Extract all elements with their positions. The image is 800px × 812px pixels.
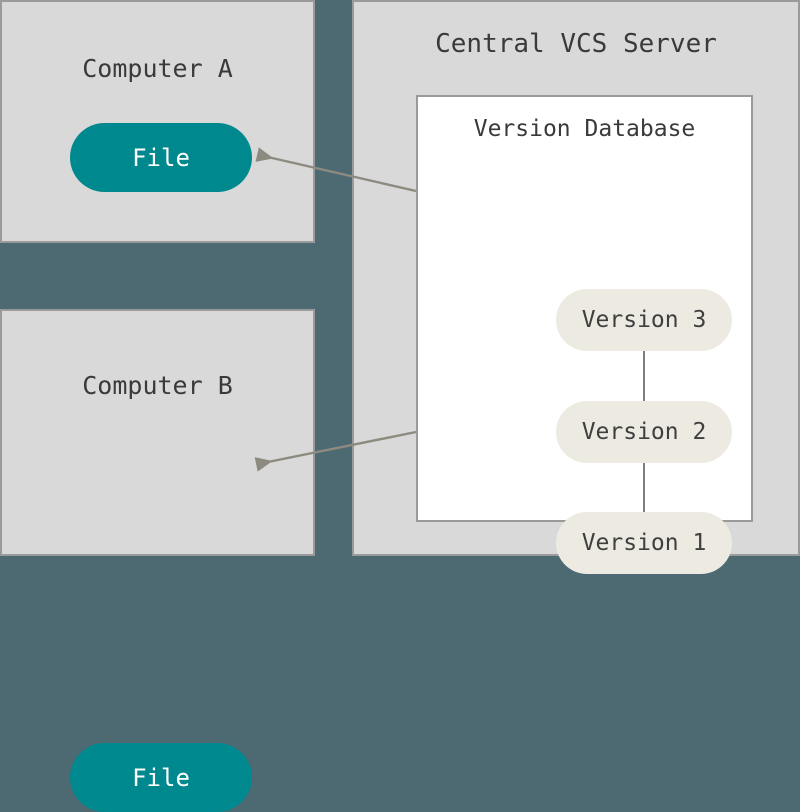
computer-b-title: Computer B — [82, 371, 233, 400]
version-node-2[interactable]: Version 2 — [556, 401, 732, 463]
version-node-3[interactable]: Version 3 — [556, 289, 732, 351]
connector-version3-version2 — [643, 351, 645, 401]
version-database-box: Version Database Version 3 Version 2 Ver… — [416, 95, 753, 574]
computer-b-panel: Computer B File — [0, 309, 315, 812]
computer-a-title: Computer A — [82, 54, 233, 83]
file-pill-computer-a[interactable]: File — [70, 123, 252, 192]
connector-version2-version1 — [643, 463, 645, 512]
version-database-title: Version Database — [473, 116, 696, 142]
central-vcs-server-panel: Central VCS Server Version Database Vers… — [352, 0, 800, 574]
central-vcs-server-title: Central VCS Server — [435, 29, 717, 59]
file-pill-computer-b[interactable]: File — [70, 743, 252, 812]
computer-a-panel: Computer A File — [0, 0, 315, 243]
version-node-1[interactable]: Version 1 — [556, 512, 732, 574]
